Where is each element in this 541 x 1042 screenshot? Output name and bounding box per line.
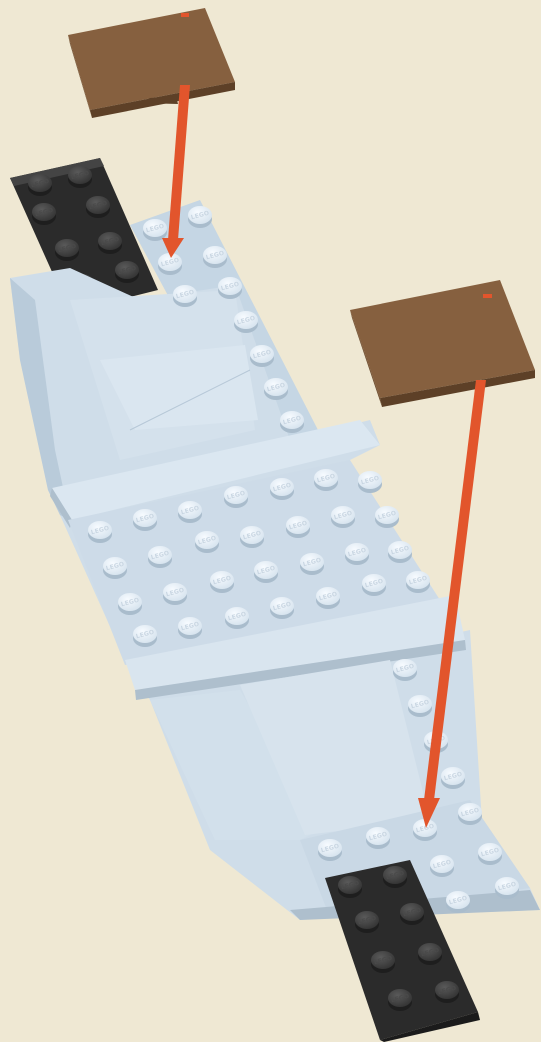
brown-wedge-tile: [68, 8, 235, 118]
stud: LEGO: [458, 803, 482, 825]
stud: LEGO: [388, 541, 412, 563]
stud: LEGO: [366, 827, 390, 849]
stud: LEGO: [86, 196, 110, 218]
stud: LEGO: [103, 557, 127, 579]
stud: LEGO: [203, 246, 227, 268]
stud: LEGO: [188, 206, 212, 228]
stud: LEGO: [163, 583, 187, 605]
stud: LEGO: [406, 571, 430, 593]
stud: LEGO: [210, 571, 234, 593]
stud: LEGO: [133, 625, 157, 647]
stud: LEGO: [264, 378, 288, 400]
stud: LEGO: [316, 587, 340, 609]
stud: LEGO: [158, 253, 182, 275]
stud: LEGO: [143, 219, 167, 241]
stud: LEGO: [178, 501, 202, 523]
stud: LEGO: [408, 695, 432, 717]
stud: LEGO: [318, 839, 342, 861]
stud: LEGO: [118, 593, 142, 615]
stud: LEGO: [478, 843, 502, 865]
stud: LEGO: [280, 411, 304, 433]
stud: LEGO: [314, 469, 338, 491]
stud: LEGO: [270, 597, 294, 619]
stud: LEGO: [393, 659, 417, 681]
stud: LEGO: [400, 903, 424, 925]
stud: LEGO: [375, 506, 399, 528]
stud: LEGO: [300, 553, 324, 575]
stud: LEGO: [270, 478, 294, 500]
stud: LEGO: [286, 516, 310, 538]
stud: LEGO: [383, 866, 407, 888]
stud: LEGO: [115, 261, 139, 283]
stud: LEGO: [55, 239, 79, 261]
stud: LEGO: [495, 877, 519, 899]
stud: LEGO: [88, 521, 112, 543]
stud: LEGO: [355, 911, 379, 933]
stud: LEGO: [148, 546, 172, 568]
stud: LEGO: [68, 166, 92, 188]
stud: LEGO: [345, 543, 369, 565]
brown-flat-tile: [350, 280, 535, 407]
stud: LEGO: [234, 311, 258, 333]
stud: LEGO: [240, 526, 264, 548]
stud: LEGO: [362, 574, 386, 596]
stud: LEGO: [430, 855, 454, 877]
stud: LEGO: [224, 486, 248, 508]
stud: LEGO: [218, 277, 242, 299]
stud: LEGO: [446, 891, 470, 913]
stud: LEGO: [435, 981, 459, 1003]
stud: LEGO: [371, 951, 395, 973]
stud: LEGO: [225, 607, 249, 629]
stud: LEGO: [441, 767, 465, 789]
stud: LEGO: [358, 471, 382, 493]
stud: LEGO: [254, 561, 278, 583]
stud: LEGO: [178, 617, 202, 639]
stud: LEGO: [133, 509, 157, 531]
stud: LEGO: [418, 943, 442, 965]
stud: LEGO: [331, 506, 355, 528]
stud: LEGO: [195, 531, 219, 553]
stud: LEGO: [32, 203, 56, 225]
stud: LEGO: [338, 876, 362, 898]
stud: LEGO: [173, 285, 197, 307]
stud: LEGO: [98, 232, 122, 254]
stud: LEGO: [388, 989, 412, 1011]
stud: LEGO: [250, 345, 274, 367]
stud: LEGO: [28, 174, 52, 196]
